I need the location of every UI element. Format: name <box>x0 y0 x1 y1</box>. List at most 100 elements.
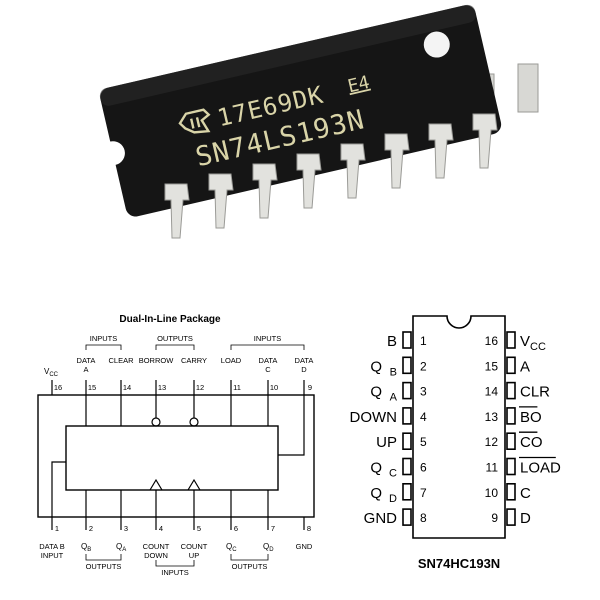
pin-name: DOWN <box>350 409 398 426</box>
pin-label: QC <box>226 542 237 553</box>
pin-number: 8 <box>307 524 311 533</box>
pin-number: 13 <box>158 383 166 392</box>
pin-number: 14 <box>123 383 131 392</box>
pin-tab <box>402 457 412 476</box>
pin-label: DATA B <box>39 542 65 551</box>
pin-number: 5 <box>197 524 201 533</box>
pin-number: 2 <box>89 524 93 533</box>
pin-tab <box>506 407 516 425</box>
pin-tab <box>506 381 516 400</box>
pin-tab <box>402 356 412 375</box>
pin-name: Q <box>370 460 382 477</box>
pinout-pin: 15 A <box>485 356 530 375</box>
pin-number: 6 <box>234 524 238 533</box>
pin-tab <box>402 381 412 400</box>
pin-label: LOAD <box>221 356 242 365</box>
pin-label-2: A <box>83 365 88 374</box>
chip-leg <box>428 123 454 179</box>
pin-name: A <box>520 358 530 375</box>
pinout-pin: 1B <box>387 331 427 350</box>
pin-number: 15 <box>485 359 499 373</box>
pin-label: QB <box>81 542 91 553</box>
pin-tab <box>506 457 516 476</box>
pin-number: 13 <box>485 410 499 424</box>
pinout-pin: 16 VCC <box>485 331 546 353</box>
pin-name: Q <box>370 384 382 401</box>
pin-label: QD <box>263 542 274 553</box>
pin-number: 11 <box>233 383 241 392</box>
dip-top-pin: 11 LOAD <box>221 356 242 392</box>
pin-label: CLEAR <box>108 356 134 365</box>
pin-name-sub: D <box>389 493 397 505</box>
pin-number: 7 <box>271 524 275 533</box>
pin-number: 7 <box>420 486 427 500</box>
pin-name-sub: C <box>389 468 397 480</box>
pin-number: 11 <box>486 461 499 475</box>
pinout-outline <box>412 315 506 539</box>
dip-group-bottom: INPUTS <box>155 560 195 577</box>
pin-number: 10 <box>485 486 499 500</box>
pin-name: D <box>520 510 531 527</box>
pin-label: COUNT <box>181 542 208 551</box>
pin-label: DATA <box>259 356 278 365</box>
pin-name: UP <box>376 434 397 451</box>
pinout-pin: 10 C <box>485 482 531 502</box>
dip-bottom-pin: 6QC <box>226 524 238 553</box>
pin-number: 10 <box>270 383 278 392</box>
dip-title: Dual-In-Line Package <box>119 314 221 325</box>
notch-icon <box>100 141 125 166</box>
chip-leg <box>296 153 322 209</box>
pin-number: 1 <box>420 334 427 348</box>
pin-number: 4 <box>420 410 427 424</box>
pin-number: 4 <box>159 524 163 533</box>
pinout-pin: 4 DOWN <box>350 407 427 426</box>
pin-label-2: INPUT <box>41 551 64 560</box>
svg-text:INPUTS: INPUTS <box>161 568 189 577</box>
dip-wires <box>51 380 305 530</box>
svg-text:INPUTS: INPUTS <box>254 334 282 343</box>
pin-name: C <box>520 485 531 502</box>
pin-label: CARRY <box>181 356 207 365</box>
pin-tab <box>402 508 412 526</box>
pin-label: DATA <box>295 356 314 365</box>
pin-label: GND <box>296 542 313 551</box>
pin-tab <box>402 331 412 349</box>
chip-photo: 17E69DK E4 SN74LS193N <box>99 4 539 239</box>
pin-number: 9 <box>491 511 498 525</box>
pin-number: 3 <box>124 524 128 533</box>
pin-tab <box>506 432 516 451</box>
pin-name: CO <box>520 434 543 451</box>
pin-tab <box>506 482 516 501</box>
pin-tab <box>402 407 412 425</box>
pin-number: 14 <box>485 385 499 399</box>
pin-label: VCC <box>44 367 59 378</box>
pin-name: CLR <box>520 384 550 401</box>
chip-leg <box>384 133 410 189</box>
pin-name: Q <box>370 358 382 375</box>
dip-outline <box>37 394 315 518</box>
pin-tab <box>506 508 516 526</box>
dip-top-pin: 14 CLEAR <box>108 356 134 392</box>
dip-bottom-pin: 2QB <box>81 524 93 553</box>
pin-number: 2 <box>420 359 427 373</box>
chip-leg <box>252 163 278 219</box>
pin-label: QA <box>116 542 126 553</box>
pin-name: VCC <box>520 333 546 353</box>
pin-number: 16 <box>485 334 499 348</box>
svg-text:OUTPUTS: OUTPUTS <box>157 334 193 343</box>
ti-logo-icon <box>178 108 211 134</box>
